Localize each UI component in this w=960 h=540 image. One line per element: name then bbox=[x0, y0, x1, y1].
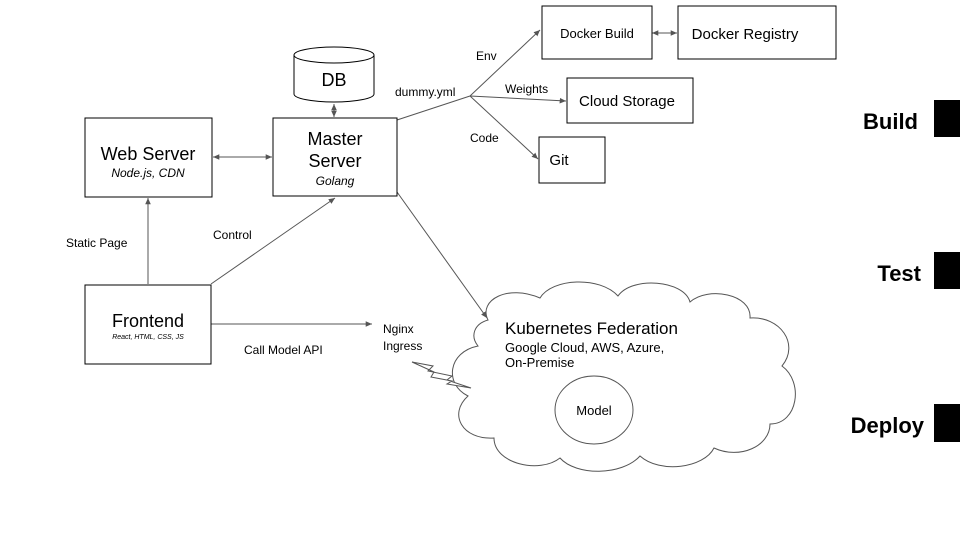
dummy-git-connector bbox=[469, 95, 539, 160]
phase-build-marker bbox=[934, 100, 960, 137]
master-server-title-line2: Server bbox=[308, 151, 361, 171]
frontend-master-connector bbox=[210, 197, 336, 285]
weights-label: Weights bbox=[505, 82, 548, 96]
master-server-title-line1: Master bbox=[307, 129, 362, 149]
phase-deploy-marker bbox=[934, 404, 960, 442]
model-label: Model bbox=[576, 403, 612, 418]
model-node bbox=[554, 375, 634, 445]
kubernetes-cloud bbox=[452, 281, 796, 472]
master-dummy-connector bbox=[396, 95, 471, 121]
kubernetes-providers-line1: Google Cloud, AWS, Azure, bbox=[505, 340, 664, 355]
env-label: Env bbox=[476, 49, 497, 63]
phase-deploy-label: Deploy bbox=[851, 413, 925, 438]
db-node: DB bbox=[293, 46, 375, 103]
cloud-storage-node: Cloud Storage bbox=[566, 77, 694, 124]
dummy-cloudstorage-connector bbox=[469, 95, 567, 104]
web-server-node: Web Server Node.js, CDN bbox=[84, 117, 213, 198]
docker-build-node: Docker Build bbox=[541, 5, 653, 60]
code-label: Code bbox=[470, 131, 499, 145]
nginx-label-line2: Ingress bbox=[383, 339, 422, 353]
frontend-node: Frontend React, HTML, CSS, JS bbox=[84, 284, 212, 365]
db-label: DB bbox=[321, 70, 346, 90]
nginx-label-line1: Nginx bbox=[383, 322, 414, 336]
docker-registry-node: Docker Registry bbox=[677, 5, 837, 60]
phase-deploy: Deploy bbox=[851, 404, 960, 442]
phase-build-label: Build bbox=[863, 109, 918, 134]
web-server-title: Web Server bbox=[101, 144, 196, 164]
git-node: Git bbox=[538, 136, 606, 184]
frontend-subtitle: React, HTML, CSS, JS bbox=[112, 334, 184, 341]
phase-build: Build bbox=[863, 100, 960, 137]
git-label: Git bbox=[549, 152, 569, 169]
frontend-title: Frontend bbox=[112, 311, 184, 331]
phase-test-label: Test bbox=[877, 261, 921, 286]
dummy-dockerbuild-connector bbox=[469, 29, 541, 97]
control-label: Control bbox=[213, 228, 252, 242]
dummy-yml-label: dummy.yml bbox=[395, 85, 455, 99]
phase-test: Test bbox=[877, 252, 960, 289]
static-page-label: Static Page bbox=[66, 236, 128, 250]
db-cylinder-body bbox=[293, 55, 375, 103]
kubernetes-providers-line2: On-Premise bbox=[505, 355, 574, 370]
kubernetes-title: Kubernetes Federation bbox=[505, 319, 678, 338]
phase-test-marker bbox=[934, 252, 960, 289]
docker-registry-label: Docker Registry bbox=[692, 26, 799, 43]
web-server-subtitle: Node.js, CDN bbox=[111, 166, 185, 180]
docker-build-label: Docker Build bbox=[560, 26, 634, 41]
db-cylinder-top bbox=[293, 46, 375, 64]
master-server-subtitle: Golang bbox=[316, 174, 355, 188]
cloud-storage-label: Cloud Storage bbox=[579, 93, 675, 110]
call-model-api-label: Call Model API bbox=[244, 343, 323, 357]
master-server-node: Master Server Golang bbox=[272, 117, 398, 197]
lightning-icon bbox=[411, 361, 472, 389]
master-kubernetes-connector bbox=[396, 191, 488, 319]
